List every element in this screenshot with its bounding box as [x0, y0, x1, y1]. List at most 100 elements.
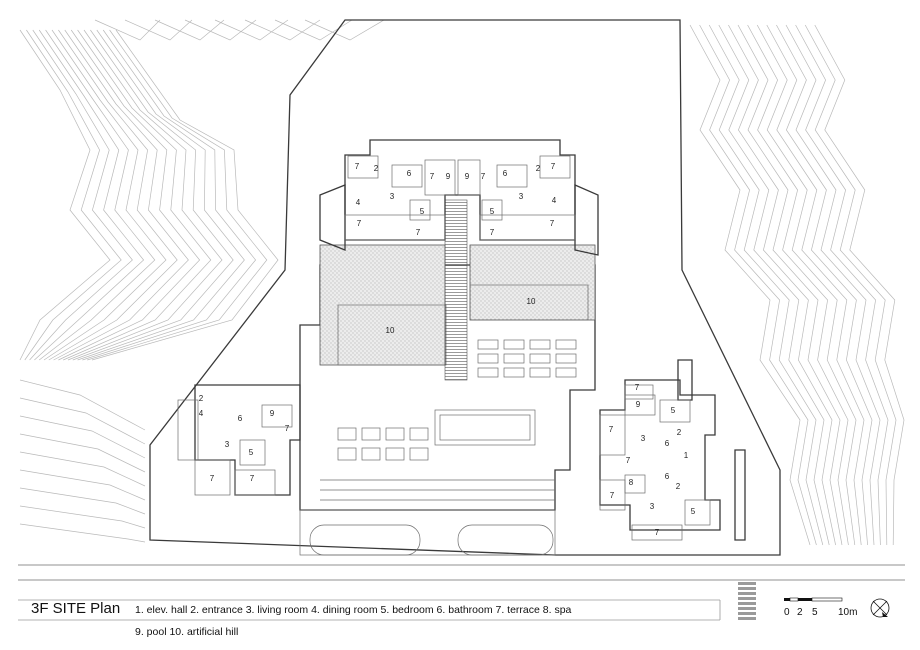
contour-line	[718, 24, 830, 546]
room-label: 7	[285, 424, 290, 433]
contour-line	[19, 487, 146, 515]
contour-line	[53, 29, 189, 361]
room-label: 7	[609, 425, 614, 434]
room-label: 5	[249, 448, 254, 457]
north-arrow-icon	[870, 598, 890, 618]
cabana	[529, 339, 551, 350]
scale-tick-0: 0	[784, 607, 790, 618]
room-label: 7	[550, 219, 555, 228]
room-label: 4	[356, 198, 361, 207]
room-label: 7	[655, 528, 660, 537]
room-label: 7	[416, 228, 421, 237]
room-label: 3	[225, 440, 230, 449]
room-label: 5	[671, 406, 676, 415]
scale-bar	[784, 597, 843, 602]
cabana	[503, 353, 525, 364]
room-label: 7	[490, 228, 495, 237]
contour-line	[19, 523, 146, 543]
crosswalk	[738, 582, 756, 620]
cabana	[529, 367, 551, 378]
crosswalk-stripe	[738, 597, 756, 600]
room-label: 2	[677, 428, 682, 437]
room-label: 7	[355, 162, 360, 171]
contour-line	[814, 24, 905, 546]
cabana	[555, 339, 577, 350]
contour-line	[82, 29, 257, 361]
room-numbers: 7 2 6 7 9 4 3 5 7 7 9 7 6 2 7 3 4 5 7 7 …	[199, 162, 696, 537]
crosswalk-stripe	[738, 617, 756, 620]
contour-line	[737, 24, 843, 546]
contour-line	[184, 19, 257, 41]
contour-line	[48, 29, 178, 361]
contour-line	[708, 24, 824, 546]
room-label: 3	[641, 434, 646, 443]
room-label: 9	[636, 400, 641, 409]
room-label: 3	[390, 192, 395, 201]
contour-line	[756, 24, 857, 546]
contour-line	[87, 29, 268, 361]
contour-line	[19, 451, 146, 487]
contour-line	[699, 24, 817, 546]
top-units	[319, 139, 599, 256]
contour-line	[67, 29, 223, 361]
contour-line	[728, 24, 836, 546]
crosswalk-stripe	[738, 587, 756, 590]
contour-line	[19, 433, 146, 473]
contour-line	[19, 397, 146, 445]
cabana	[529, 353, 551, 364]
scale-tick-5: 5	[812, 607, 818, 618]
contour-line	[63, 29, 212, 361]
room-label: 6	[503, 169, 508, 178]
room-label: 8	[629, 478, 634, 487]
cabana	[409, 447, 429, 461]
contour-line	[304, 19, 385, 41]
contour-line	[244, 19, 321, 41]
cabana	[385, 427, 405, 441]
room-label: 2	[536, 164, 541, 173]
contour-line	[24, 29, 122, 361]
room-label: 2	[676, 482, 681, 491]
contour-line	[19, 505, 146, 529]
crosswalk-stripe	[738, 592, 756, 595]
cabana	[477, 353, 499, 364]
crosswalk-stripe	[738, 582, 756, 585]
room-label: 7	[551, 162, 556, 171]
contour-line	[154, 19, 225, 41]
room-label: 1	[684, 451, 689, 460]
central-podium	[299, 264, 596, 556]
cabana	[337, 427, 357, 441]
cabana	[361, 447, 381, 461]
room-label: 3	[519, 192, 524, 201]
legend-line-2: 9. pool 10. artificial hill	[135, 626, 239, 638]
cabana	[477, 339, 499, 350]
title-block	[18, 599, 721, 621]
room-label: 9	[465, 172, 470, 181]
room-label: 2	[199, 394, 204, 403]
room-label: 7	[250, 474, 255, 483]
cabana	[361, 427, 381, 441]
contour-line	[58, 29, 201, 361]
terrain-contours	[19, 19, 905, 546]
left-unit	[177, 384, 301, 496]
cabana	[503, 339, 525, 350]
cabana	[503, 367, 525, 378]
room-label: 2	[374, 164, 379, 173]
contour-line	[214, 19, 289, 41]
cabana	[337, 447, 357, 461]
right-units	[599, 359, 746, 541]
contour-line	[19, 29, 111, 361]
contour-line	[795, 24, 889, 546]
contour-line	[766, 24, 865, 546]
room-label: 5	[420, 207, 425, 216]
room-label: 6	[238, 414, 243, 423]
contour-line	[77, 29, 245, 361]
artificial-hill-right	[469, 244, 596, 321]
contour-line	[94, 19, 161, 41]
contour-line	[19, 415, 146, 459]
room-label: 6	[407, 169, 412, 178]
crosswalk-stripe	[738, 602, 756, 605]
room-label: 7	[635, 383, 640, 392]
room-label: 10	[386, 326, 395, 335]
room-label: 9	[270, 409, 275, 418]
